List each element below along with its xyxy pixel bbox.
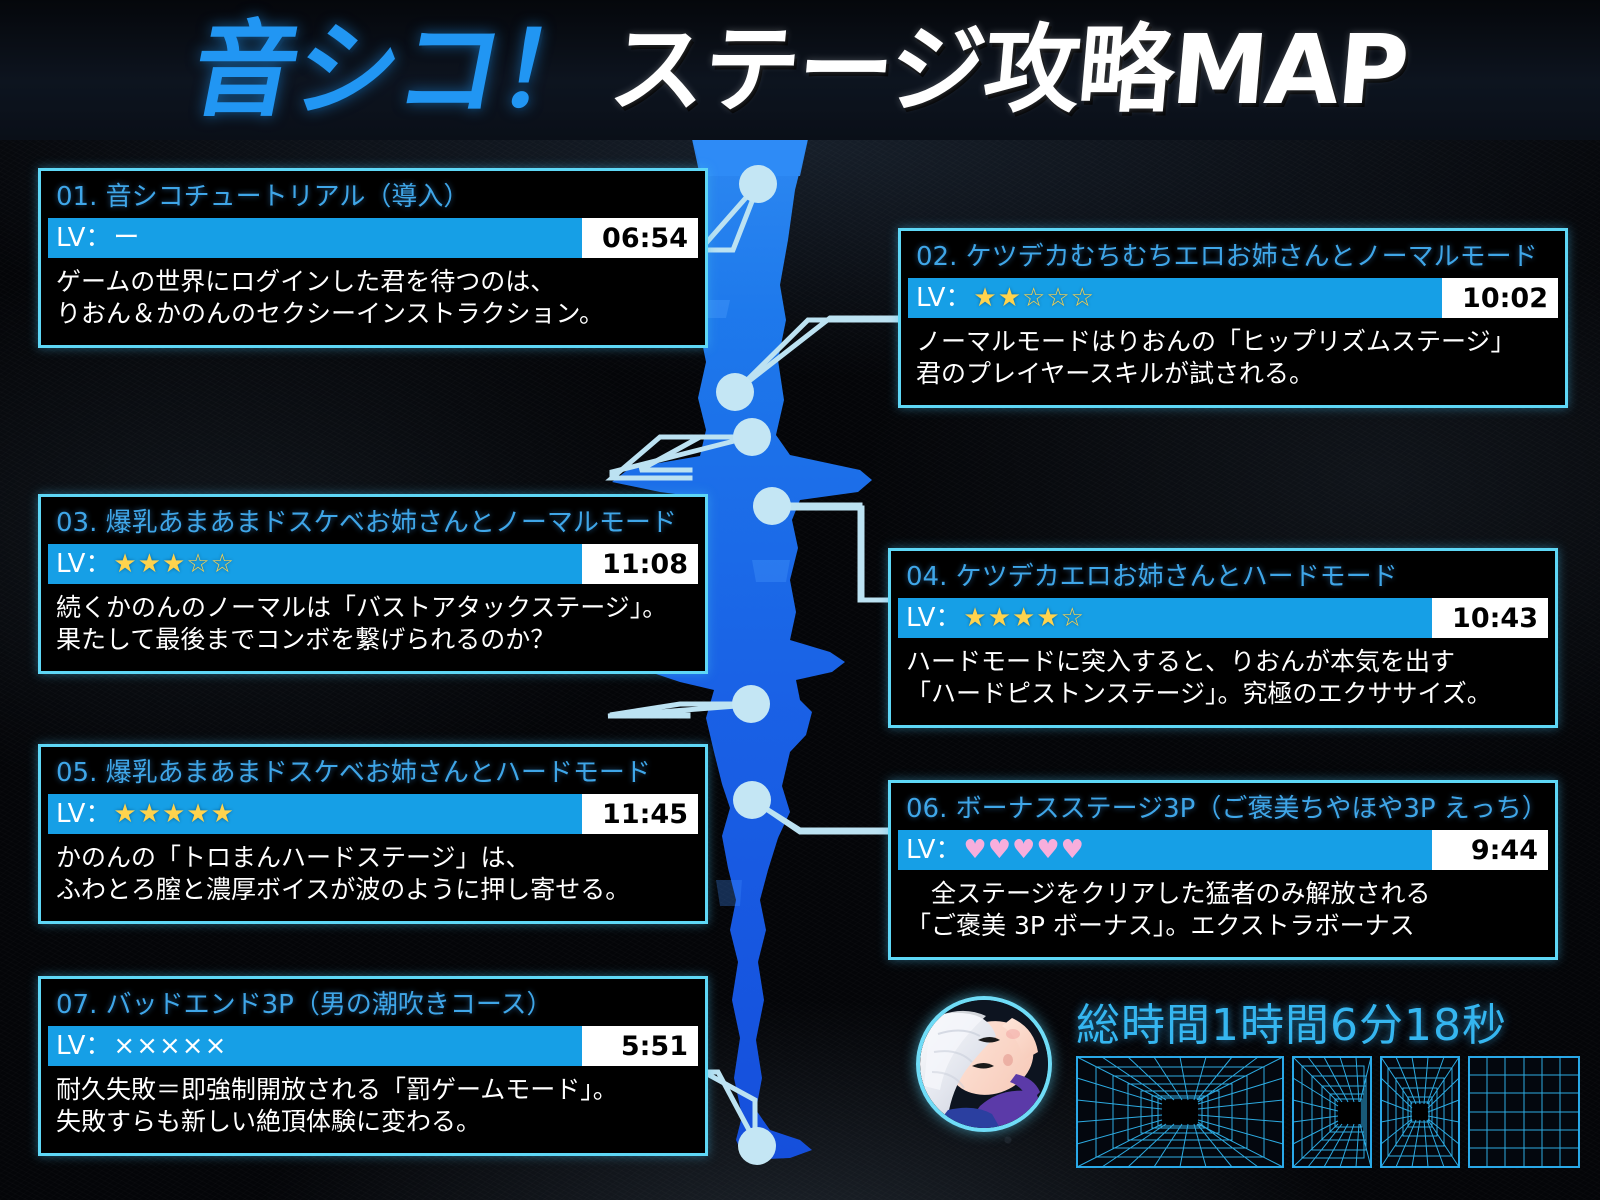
stage-number: 07.	[56, 990, 98, 1020]
lv-label: LV：	[56, 549, 112, 580]
stage-number: 02.	[916, 242, 958, 272]
lv-label: LV：	[56, 223, 112, 254]
tunnel-narrow-a-icon	[1292, 1056, 1372, 1168]
stage-title-text: ケツデカエロお姉さんとハードモード	[955, 562, 1398, 592]
lv-marks: ★★★☆☆	[113, 549, 235, 580]
lv-label: LV：	[906, 835, 962, 866]
stage-level-bar: LV： ★★★★★	[48, 794, 582, 835]
stage-card-title: 06. ボーナスステージ3P（ご褒美ちやほや3P えっち）	[898, 790, 1548, 830]
stage-card-03[interactable]: 03. 爆乳あまあまドスケベお姉さんとノーマルモード LV： ★★★☆☆ 11:…	[38, 494, 708, 675]
stage-description: ゲームの世界にログインした君を待つのは、 りおん＆かのんのセクシーインストラクシ…	[48, 258, 698, 338]
stage-level-bar: LV： ★★☆☆☆	[908, 278, 1442, 319]
desc-line: 続くかのんのノーマルは「バストアタックステージ」。	[56, 593, 668, 623]
stage-level-row: LV： ★★★★☆ 10:43	[898, 598, 1548, 639]
desc-line: ふわとろ膣と濃厚ボイスが波のように押し寄せる。	[56, 875, 631, 905]
tunnel-wide-icon	[1076, 1056, 1284, 1168]
stage-number: 03.	[56, 508, 98, 538]
desc-line: 「ハードピストンステージ」。究極のエクササイズ。	[906, 679, 1492, 709]
stage-description: 続くかのんのノーマルは「バストアタックステージ」。 果たして最後までコンボを繋げ…	[48, 584, 698, 664]
stage-card-title: 01. 音シコチュートリアル（導入）	[48, 178, 698, 218]
stage-description: 耐久失敗＝即強制開放される「罰ゲームモード」。 失敗すらも新しい絶頂体験に変わる…	[48, 1066, 698, 1146]
stage-card-02[interactable]: 02. ケツデカむちむちエロお姉さんとノーマルモード LV： ★★☆☆☆ 10:…	[898, 228, 1568, 409]
total-time-label: 総時間1時間6分18秒	[1076, 1000, 1507, 1051]
stage-description: 全ステージをクリアした猛者のみ解放される 「ご褒美 3P ボーナス」。エクストラ…	[898, 870, 1548, 950]
lv-label: LV：	[916, 283, 972, 314]
stage-duration: 11:08	[582, 544, 698, 585]
stage-title-text: バッドエンド3P（男の潮吹きコース）	[105, 990, 553, 1020]
header-band	[0, 0, 1600, 140]
stage-duration: 11:45	[582, 794, 698, 835]
stage-description: ハードモードに突入すると、りおんが本気を出す 「ハードピストンステージ」。究極の…	[898, 638, 1548, 718]
stage-title-text: 音シコチュートリアル（導入）	[105, 182, 470, 212]
stage-duration: 06:54	[582, 218, 698, 259]
stage-card-01[interactable]: 01. 音シコチュートリアル（導入） LV： ー 06:54 ゲームの世界にログ…	[38, 168, 708, 349]
stage-level-bar: LV： ★★★☆☆	[48, 544, 582, 585]
stage-level-row: LV： ★★★☆☆ 11:08	[48, 544, 698, 585]
lv-marks: ♥♥♥♥♥	[963, 835, 1085, 866]
stage-number: 01.	[56, 182, 98, 212]
stage-description: ノーマルモードはりおんの「ヒップリズムステージ」 君のプレイヤースキルが試される…	[908, 318, 1558, 398]
lv-label: LV：	[56, 1031, 112, 1062]
tunnel-narrow-b-icon	[1380, 1056, 1460, 1168]
stage-level-bar: LV： ー	[48, 218, 582, 259]
lv-marks: ★★★★☆	[963, 603, 1085, 634]
stage-title-text: ケツデカむちむちエロお姉さんとノーマルモード	[965, 242, 1538, 272]
lv-marks: ★★☆☆☆	[973, 283, 1095, 314]
grid-flat-icon	[1468, 1056, 1580, 1168]
logo-main: 音シコ！	[181, 9, 614, 131]
stage-level-row: LV： ★★☆☆☆ 10:02	[908, 278, 1558, 319]
desc-line: ノーマルモードはりおんの「ヒップリズムステージ」	[916, 327, 1516, 357]
desc-line: 全ステージをクリアした猛者のみ解放される	[906, 879, 1431, 909]
stage-number: 06.	[906, 794, 948, 824]
desc-line: ハードモードに突入すると、りおんが本気を出す	[906, 647, 1456, 677]
stage-level-bar: LV： ♥♥♥♥♥	[898, 830, 1432, 871]
stage-card-07[interactable]: 07. バッドエンド3P（男の潮吹きコース） LV： ××××× 5:51 耐久…	[38, 976, 708, 1157]
desc-line: りおん＆かのんのセクシーインストラクション。	[56, 299, 605, 329]
stage-level-bar: LV： ★★★★☆	[898, 598, 1432, 639]
stage-duration: 10:02	[1442, 278, 1558, 319]
stage-card-title: 02. ケツデカむちむちエロお姉さんとノーマルモード	[908, 238, 1558, 278]
desc-line: 耐久失敗＝即強制開放される「罰ゲームモード」。	[56, 1075, 618, 1105]
logo-sub: ステージ攻略MAP	[604, 14, 1412, 126]
stage-card-05[interactable]: 05. 爆乳あまあまドスケベお姉さんとハードモード LV： ★★★★★ 11:4…	[38, 744, 708, 925]
lv-marks: ×××××	[113, 1031, 228, 1062]
avatar-portrait	[920, 1000, 1048, 1128]
stage-duration: 10:43	[1432, 598, 1548, 639]
stage-level-row: LV： ♥♥♥♥♥ 9:44	[898, 830, 1548, 871]
page-title: 音シコ！ ステージ攻略MAP	[0, 0, 1600, 140]
tunnel-graphics	[1076, 1056, 1580, 1168]
stage-level-bar: LV： ×××××	[48, 1026, 582, 1067]
stage-duration: 9:44	[1432, 830, 1548, 871]
stage-card-title: 04. ケツデカエロお姉さんとハードモード	[898, 558, 1548, 598]
desc-line: 「ご褒美 3P ボーナス」。エクストラボーナス	[906, 911, 1415, 941]
stage-card-title: 03. 爆乳あまあまドスケベお姉さんとノーマルモード	[48, 504, 698, 544]
stage-number: 05.	[56, 758, 98, 788]
desc-line: 果たして最後までコンボを繋げられるのか？	[56, 625, 556, 655]
stage-title-text: ボーナスステージ3P（ご褒美ちやほや3P えっち）	[955, 794, 1548, 824]
stage-description: かのんの「トロまんハードステージ」は、 ふわとろ膣と濃厚ボイスが波のように押し寄…	[48, 834, 698, 914]
desc-line: かのんの「トロまんハードステージ」は、	[56, 843, 531, 873]
lv-label: LV：	[906, 603, 962, 634]
stage-number: 04.	[906, 562, 948, 592]
total-time-block: 総時間1時間6分18秒	[1076, 1004, 1580, 1168]
stage-level-row: LV： ー 06:54	[48, 218, 698, 259]
desc-line: ゲームの世界にログインした君を待つのは、	[56, 267, 556, 297]
stage-card-title: 05. 爆乳あまあまドスケベお姉さんとハードモード	[48, 754, 698, 794]
stage-duration: 5:51	[582, 1026, 698, 1067]
stage-level-row: LV： ★★★★★ 11:45	[48, 794, 698, 835]
lv-label: LV：	[56, 799, 112, 830]
stage-card-06[interactable]: 06. ボーナスステージ3P（ご褒美ちやほや3P えっち） LV： ♥♥♥♥♥ …	[888, 780, 1558, 961]
desc-line: 失敗すらも新しい絶頂体験に変わる。	[56, 1107, 482, 1137]
lv-marks: ★★★★★	[113, 799, 235, 830]
stage-card-title: 07. バッドエンド3P（男の潮吹きコース）	[48, 986, 698, 1026]
lv-marks: ー	[113, 223, 141, 254]
stage-level-row: LV： ××××× 5:51	[48, 1026, 698, 1067]
stage-title-text: 爆乳あまあまドスケベお姉さんとハードモード	[105, 758, 651, 788]
avatar	[916, 996, 1052, 1132]
stage-card-04[interactable]: 04. ケツデカエロお姉さんとハードモード LV： ★★★★☆ 10:43 ハー…	[888, 548, 1558, 729]
stage-title-text: 爆乳あまあまドスケベお姉さんとノーマルモード	[105, 508, 677, 538]
desc-line: 君のプレイヤースキルが試される。	[916, 359, 1315, 389]
